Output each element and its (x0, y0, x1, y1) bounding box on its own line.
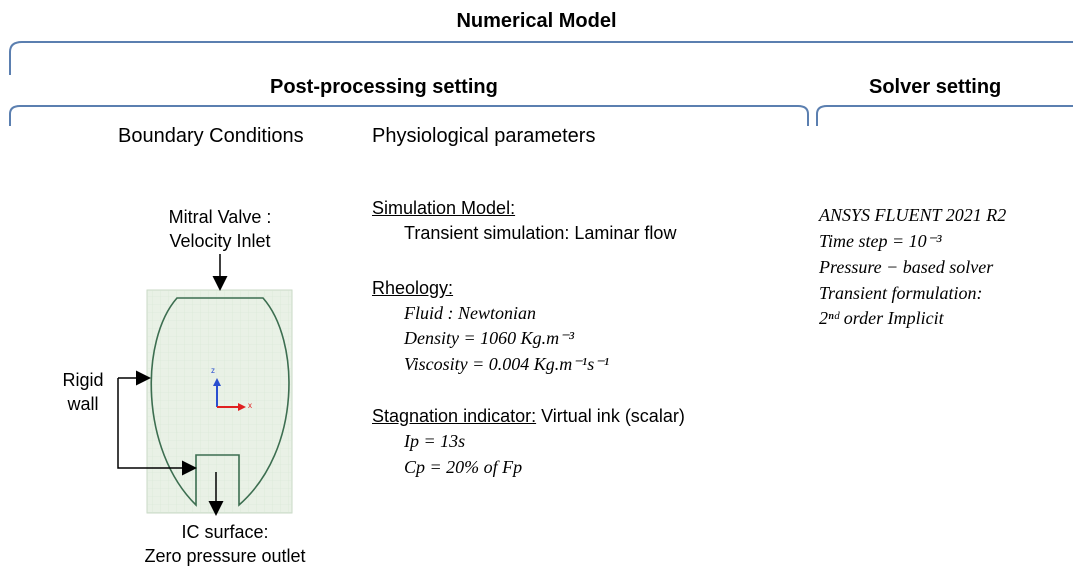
inlet-label-line2: Velocity Inlet (169, 231, 271, 251)
solver-line-3: Pressure − based solver (819, 257, 994, 277)
post-processing-title: Post-processing setting (270, 76, 498, 98)
stagnation-line: Stagnation indicator: Virtual ink (scala… (372, 406, 685, 427)
viscosity-value: Viscosity = 0.004 Kg.m⁻¹s⁻¹ (404, 354, 610, 374)
wall-label-line2: wall (67, 394, 99, 414)
ventricle-outline (150, 297, 290, 507)
fluid-value: Fluid : Newtonian (404, 303, 536, 323)
ip-value: Ip = 13s (404, 431, 466, 451)
axis-x-label: x (248, 401, 252, 410)
outlet-label-line2: Zero pressure outlet (144, 546, 306, 566)
solver-title: Solver setting (869, 76, 1002, 98)
cp-value: Cp = 20% of Fp (404, 457, 523, 477)
solver-bracket (816, 105, 1073, 126)
solver-line-4: Transient formulation: (819, 283, 983, 303)
outlet-label-line1: IC surface: (181, 522, 269, 542)
solver-line-1: ANSYS FLUENT 2021 R2 (819, 205, 1007, 225)
stagnation-value: Virtual ink (scalar) (536, 406, 685, 426)
solver-line-2: Time step = 10⁻³ (819, 231, 942, 251)
wall-arrow-bottom (117, 378, 197, 476)
solver-line-5: 2ⁿᵈ order Implicit (819, 308, 944, 328)
sim-model-label: Simulation Model: (372, 198, 516, 218)
sim-model-value: Transient simulation: Laminar flow (404, 223, 677, 243)
inlet-label-line1: Mitral Valve : (168, 207, 272, 227)
physio-heading: Physiological parameters (372, 125, 596, 147)
post-processing-bracket (9, 105, 809, 126)
page-title: Numerical Model (456, 10, 617, 32)
stagnation-label: Stagnation indicator: (372, 406, 537, 426)
density-value: Density = 1060 Kg.m⁻³ (404, 328, 575, 348)
boundary-heading: Boundary Conditions (118, 125, 304, 147)
wall-label-line1: Rigid (62, 370, 104, 390)
wall-label: Rigid wall (48, 368, 118, 416)
numerical-model-bracket (9, 41, 1073, 75)
inlet-label: Mitral Valve : Velocity Inlet (140, 205, 300, 253)
axis-z-label: z (211, 366, 215, 375)
rheology-label: Rheology: (372, 278, 454, 298)
outlet-label: IC surface: Zero pressure outlet (110, 520, 340, 568)
